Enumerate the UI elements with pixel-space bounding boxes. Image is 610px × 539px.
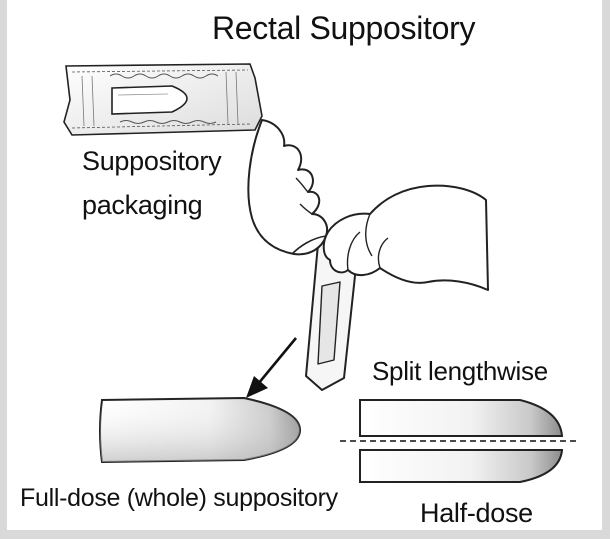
split-lengthwise-label: Split lengthwise — [372, 356, 548, 387]
full-dose-label: Full-dose (whole) suppository — [20, 484, 338, 513]
hands-icon — [248, 120, 488, 390]
half-suppository-top — [360, 400, 562, 436]
arrow-icon — [246, 338, 296, 398]
half-suppository-bottom — [360, 450, 562, 482]
suppository-packet-icon — [64, 64, 262, 135]
packaging-label-line2: packaging — [82, 190, 202, 221]
diagram-title: Rectal Suppository — [212, 10, 475, 47]
packaging-label-line1: Suppository — [82, 146, 221, 177]
half-dose-label: Half-dose — [420, 498, 533, 529]
full-dose-suppository — [100, 398, 300, 462]
